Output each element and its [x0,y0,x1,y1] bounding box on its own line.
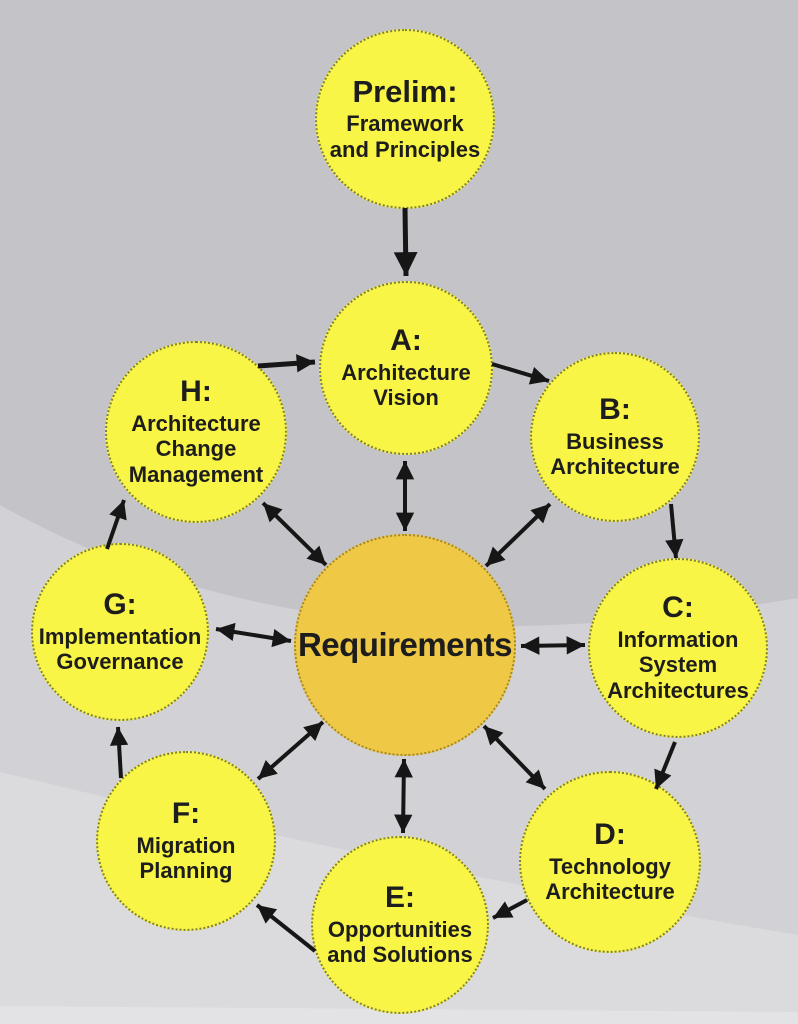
phase-prelim-letter: Prelim: [352,73,458,109]
requirements-circle: Requirements [294,534,516,756]
phase-h-circle: H: Architecture Change Management [105,341,287,523]
phase-a-circle: A: Architecture Vision [319,281,493,455]
requirements-label: Requirements [297,626,513,663]
phase-b-label: Business Architecture [550,428,680,480]
phase-g-label: Implementation Governance [38,623,202,675]
phase-h-label: Architecture Change Management [128,410,264,487]
phase-c-letter: C: [662,591,694,625]
phase-a-letter: A: [390,324,422,358]
phase-g-circle: G: Implementation Governance [31,543,209,721]
phase-e-circle: E: Opportunities and Solutions [311,836,489,1014]
phase-prelim-circle: Prelim: Framework and Principles [315,29,495,209]
phase-a-label: Architecture Vision [341,359,471,411]
phase-prelim-label: Framework and Principles [329,111,481,162]
phase-d-letter: D: [594,818,626,852]
phase-c-label: Information System Architectures [607,626,749,703]
phase-e-letter: E: [385,881,415,915]
phase-c-circle: C: Information System Architectures [588,558,768,738]
phase-d-circle: D: Technology Architecture [519,771,701,953]
phase-f-label: Migration Planning [136,832,236,884]
phase-f-letter: F: [171,797,201,831]
phase-f-circle: F: Migration Planning [96,751,276,931]
phase-d-label: Technology Architecture [545,853,675,905]
phase-b-letter: B: [599,393,631,427]
background-bottom-strip [0,1006,798,1024]
phase-h-letter: H: [180,375,212,409]
phase-b-circle: B: Business Architecture [530,352,700,522]
phase-e-label: Opportunities and Solutions [327,916,473,968]
phase-g-letter: G: [103,588,137,622]
